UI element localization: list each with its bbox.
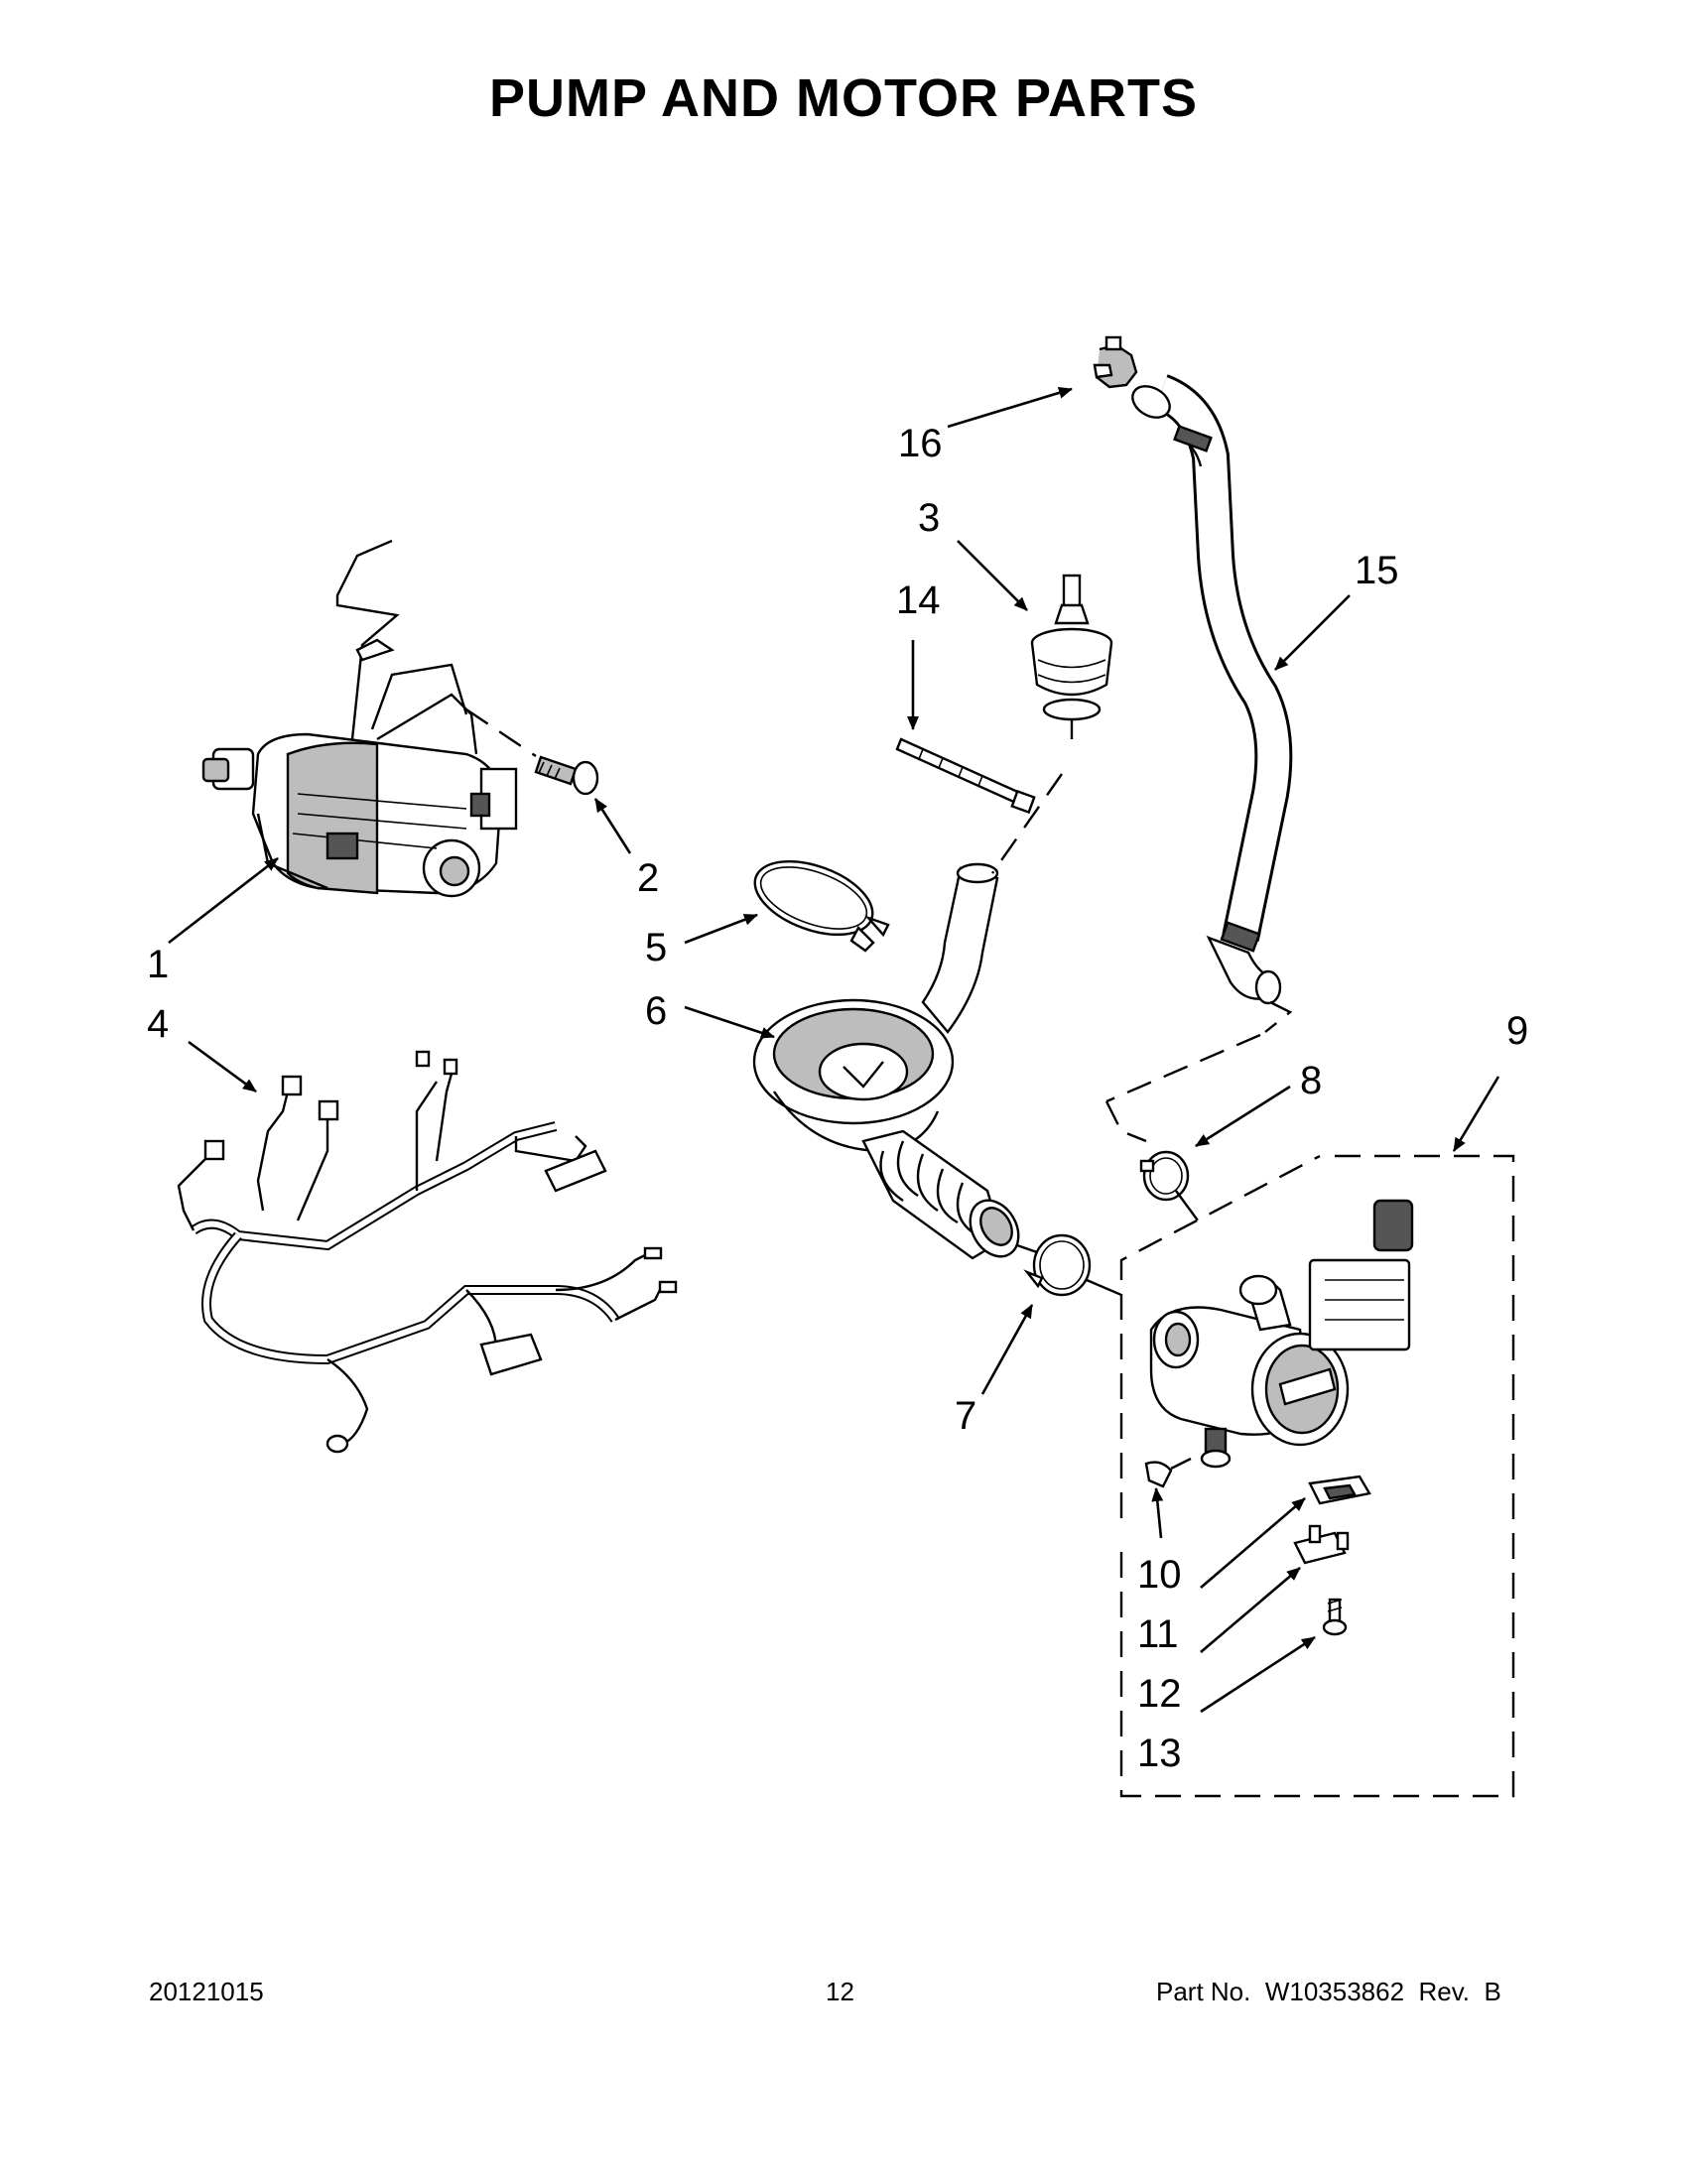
callout-6: 6 [645,989,667,1033]
callout-1: 1 [147,943,169,986]
callout-5: 5 [645,926,667,969]
callout-16: 16 [898,422,943,465]
cap-part [1030,574,1113,739]
sump-hose-part [752,773,1063,1260]
screw-part [465,708,599,796]
clamp-ring-part [753,860,890,953]
callout-14: 14 [896,578,941,622]
callout-3: 3 [918,496,940,540]
drain-hose-part [1104,374,1293,1143]
motor-part [201,539,518,898]
wire-harness-part [177,1050,678,1454]
leader-lines [168,387,1500,1714]
callout-8: 8 [1300,1059,1322,1102]
footer-part-number: Part No. W10353862 Rev. B [1156,1977,1501,2006]
callout-7: 7 [955,1394,976,1438]
callout-12: 12 [1137,1672,1182,1716]
footer-date: 20121015 [149,1977,264,2006]
callout-4: 4 [147,1002,169,1046]
callout-13: 13 [1137,1732,1182,1775]
callout-10: 10 [1137,1553,1182,1597]
pump-small-parts [1144,1457,1371,1636]
footer-page-number: 12 [826,1977,854,2006]
callout-9: 9 [1506,1009,1528,1053]
callout-labels: 1 2 3 4 5 6 7 8 9 10 11 12 13 14 15 16 [147,422,1528,1775]
hose-clamp-part [1093,335,1138,389]
callout-15: 15 [1355,549,1399,592]
page-title: PUMP AND MOTOR PARTS [488,68,1199,128]
callout-11: 11 [1137,1612,1179,1656]
cable-tie-part [895,737,1036,815]
callout-2: 2 [637,856,659,900]
